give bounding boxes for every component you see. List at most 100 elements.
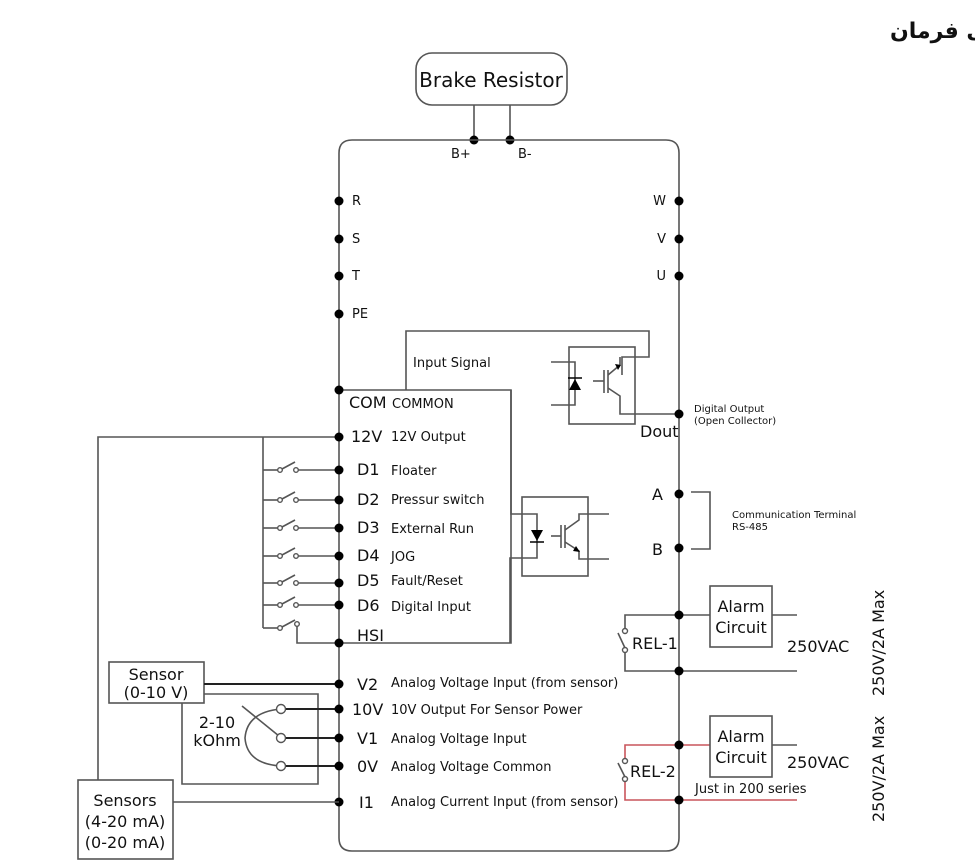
potentiometer-line2: kOhm (193, 731, 241, 750)
terminal-label-hsi: HSI (357, 626, 384, 645)
terminal-label-dout: Dout (640, 422, 679, 441)
switch-d4 (263, 547, 344, 561)
terminal-d4 (334, 551, 344, 561)
current-sensor-line1: Sensors (93, 791, 156, 810)
terminal-desc-d2: Pressur switch (391, 493, 484, 508)
terminal-label-10v: 10V (352, 700, 383, 719)
terminal-label-v2: V2 (357, 675, 378, 694)
terminal-label-t: T (351, 269, 360, 284)
relay-1-label: REL-1 (632, 634, 678, 653)
alarm-circuit-1-line2: Circuit (715, 618, 767, 637)
terminal-10v (334, 704, 344, 714)
brake-resistor-box (415, 52, 568, 106)
terminal-desc-v2: Analog Voltage Input (from sensor) (391, 676, 618, 691)
brake-resistor-label: Brake Resistor (419, 68, 564, 92)
terminal-label-d5: D5 (357, 571, 380, 590)
terminal-label-d6: D6 (357, 596, 380, 615)
terminal-com (334, 385, 344, 395)
terminal-label-com: COM (349, 393, 387, 412)
terminal-hsi (334, 638, 344, 648)
terminal-label-u: U (656, 269, 666, 284)
terminal-v1 (334, 733, 344, 743)
terminal-label-w: W (653, 194, 666, 209)
potentiometer-line1: 2-10 (199, 713, 235, 732)
relay-2-note: Just in 200 series (694, 782, 807, 797)
alarm-circuit-1-line1: Alarm (717, 597, 764, 616)
current-sensor-line3: (0-20 mA) (85, 833, 165, 852)
terminal-label-b-minus: B- (518, 147, 532, 162)
switch-d3 (263, 519, 344, 533)
terminal-label-d3: D3 (357, 518, 380, 537)
terminal-desc-10v: 10V Output For Sensor Power (391, 703, 583, 718)
digital-input-switches (263, 461, 344, 648)
optocoupler-dout (551, 346, 679, 425)
terminal-a (674, 489, 684, 499)
dout-desc-line2: (Open Collector) (694, 416, 776, 427)
switch-hsi (263, 619, 344, 648)
terminal-label-r: R (352, 194, 361, 209)
terminal-label-v: V (657, 232, 666, 247)
terminal-b (674, 543, 684, 553)
rs485-desc-line2: RS-485 (732, 522, 768, 533)
terminal-desc-12v: 12V Output (391, 430, 466, 445)
terminal-desc-d3: External Run (391, 522, 474, 537)
relay-2-rating: 250V/2A Max (869, 716, 888, 822)
terminal-desc-d6: Digital Input (391, 600, 471, 615)
switch-d5 (263, 574, 344, 588)
motor-output-terminals: W V U (653, 194, 684, 284)
terminal-0v (334, 761, 344, 771)
voltage-sensor-line1: Sensor (129, 665, 184, 684)
input-signal-label: Input Signal (413, 356, 491, 371)
terminal-d6 (334, 600, 344, 610)
terminal-desc-d5: Fault/Reset (391, 574, 463, 589)
terminal-desc-i1: Analog Current Input (from sensor) (391, 795, 618, 810)
terminal-label-b-plus: B+ (451, 147, 471, 162)
switch-d6 (263, 596, 344, 610)
terminal-dout (674, 409, 684, 419)
terminal-label-0v: 0V (357, 757, 378, 776)
optocoupler-din (509, 390, 609, 643)
alarm-circuit-1 (709, 585, 773, 648)
terminal-label-b: B (652, 540, 663, 559)
alarm-circuit-2-line2: Circuit (715, 748, 767, 767)
relay-2 (617, 715, 797, 805)
terminal-label-s: S (352, 232, 360, 247)
relay-1-voltage: 250VAC (787, 637, 849, 656)
alarm-circuit-2 (709, 715, 773, 778)
terminal-desc-0v: Analog Voltage Common (391, 760, 552, 775)
terminal-v2 (334, 679, 344, 689)
terminal-12v (334, 432, 344, 442)
current-sensor-box (77, 779, 174, 860)
terminal-label-a: A (652, 485, 663, 504)
diagram-title: ترمینال‌های فرمان (890, 19, 975, 44)
terminal-desc-com: COMMON (392, 397, 454, 412)
voltage-sensor-line2: (0-10 V) (124, 683, 189, 702)
terminal-label-d4: D4 (357, 546, 380, 565)
relay-1-rating: 250V/2A Max (869, 590, 888, 696)
terminal-d3 (334, 523, 344, 533)
switch-d1 (263, 461, 344, 475)
voltage-sensor-box (108, 661, 205, 704)
terminal-label-d2: D2 (357, 490, 380, 509)
alarm-circuit-2-line1: Alarm (717, 727, 764, 746)
terminal-desc-d1: Floater (391, 464, 437, 479)
terminal-d1 (334, 465, 344, 475)
current-sensor-line2: (4-20 mA) (85, 812, 165, 831)
relay-2-voltage: 250VAC (787, 753, 849, 772)
switch-d2 (263, 491, 344, 505)
terminal-label-pe: PE (352, 307, 368, 322)
relay-1 (617, 585, 797, 676)
terminal-label-v1: V1 (357, 729, 378, 748)
control-input-block (339, 389, 512, 644)
rs485-desc-line1: Communication Terminal (732, 510, 856, 521)
terminal-d2 (334, 495, 344, 505)
terminal-label-d1: D1 (357, 460, 380, 479)
terminal-desc-v1: Analog Voltage Input (391, 732, 527, 747)
power-input-terminals: R S T PE (334, 194, 368, 322)
terminal-label-i1: I1 (359, 793, 374, 812)
terminal-label-12v: 12V (351, 427, 382, 446)
dout-desc-line1: Digital Output (694, 404, 764, 415)
relay-2-label: REL-2 (630, 762, 676, 781)
drive-enclosure (338, 139, 680, 852)
